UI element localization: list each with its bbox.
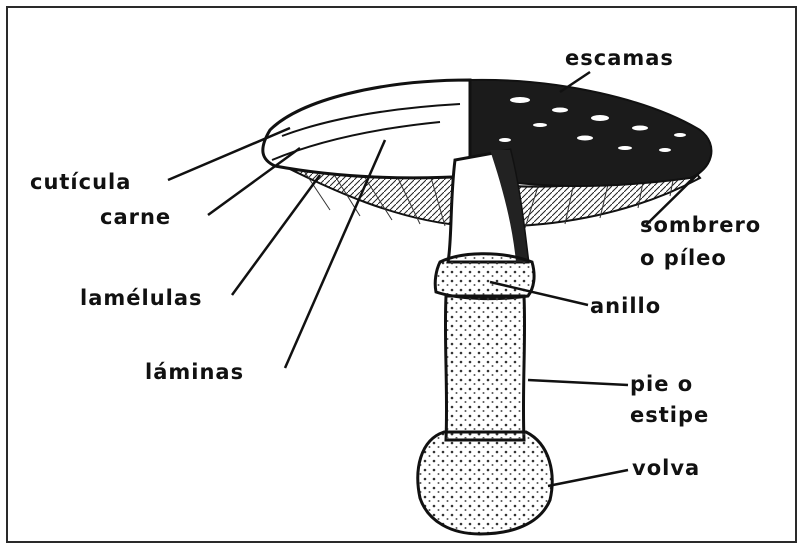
volva — [418, 432, 552, 534]
label-escamas: escamas — [565, 48, 674, 69]
cap-light-side — [263, 80, 470, 178]
label-volva: volva — [632, 458, 700, 479]
lower-stipe — [445, 296, 524, 440]
label-cuticula: cutícula — [30, 172, 131, 193]
ring — [435, 254, 534, 299]
label-anillo: anillo — [590, 296, 661, 317]
label-carne: carne — [100, 207, 171, 228]
label-sombrero-line1: sombrero — [640, 215, 761, 236]
label-pie-line2: estipe — [630, 405, 709, 426]
label-laminas: láminas — [145, 362, 244, 383]
label-lamelulas: lamélulas — [80, 288, 203, 309]
label-sombrero-line2: o píleo — [640, 248, 727, 269]
label-pie-line1: pie o — [630, 374, 693, 395]
